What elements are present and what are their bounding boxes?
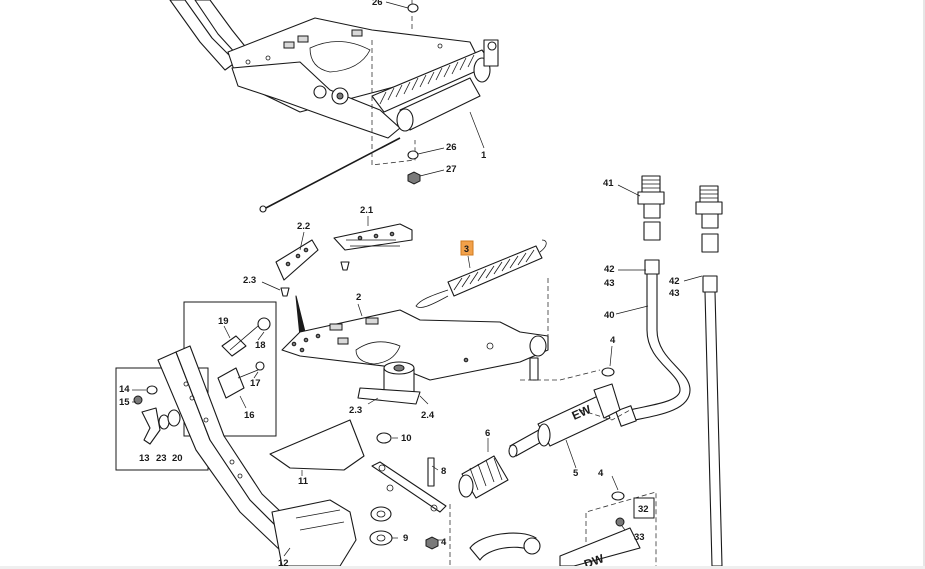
label-9: 9 <box>403 533 408 544</box>
inset-bolt-box <box>115 367 209 471</box>
label-10: 10 <box>401 433 412 444</box>
inset-knob-box <box>183 301 277 437</box>
label-5: 5 <box>573 468 579 479</box>
bottom-edge <box>0 566 925 569</box>
label-2-2: 2.2 <box>297 221 310 232</box>
label-2-3a: 2.3 <box>243 275 256 286</box>
side-brackets <box>261 216 413 337</box>
valve-box <box>469 475 657 566</box>
label-23: 23 <box>156 453 167 464</box>
cylinder-assembly <box>458 383 631 499</box>
label-20: 20 <box>172 453 183 464</box>
label-26: 26 <box>446 142 457 153</box>
label-43b: 43 <box>669 288 680 299</box>
highlight-marker-3 <box>460 240 474 256</box>
label-14: 14 <box>119 384 130 395</box>
label-41: 41 <box>603 178 614 189</box>
linkage-parts <box>369 432 451 566</box>
label-2: 2 <box>356 292 361 303</box>
label-42a: 42 <box>604 264 615 275</box>
label-4a: 4 <box>610 335 616 346</box>
label-32: 32 <box>638 504 649 515</box>
mounting-plate-2 <box>281 278 615 405</box>
label-4b: 4 <box>598 468 604 479</box>
label-42b: 42 <box>669 276 680 287</box>
label-3: 3 <box>464 244 469 254</box>
label-13: 13 <box>139 453 150 464</box>
seat-suspension-assembly <box>169 0 499 213</box>
label-19: 19 <box>218 316 229 327</box>
label-8: 8 <box>441 466 446 477</box>
label-26-top: 26 <box>372 0 383 8</box>
label-6: 6 <box>485 428 490 439</box>
label-40: 40 <box>604 310 615 321</box>
label-43a: 43 <box>604 278 615 289</box>
label-1: 1 <box>481 150 487 161</box>
label-2-1: 2.1 <box>360 205 374 216</box>
label-17: 17 <box>250 378 261 389</box>
scrollbar-track[interactable] <box>923 0 925 569</box>
label-2-3b: 2.3 <box>349 405 362 416</box>
lower-plates <box>269 419 365 566</box>
label-4c: 4 <box>441 537 447 548</box>
hydraulic-hose-assembly <box>615 175 723 566</box>
label-11: 11 <box>298 476 309 487</box>
label-27: 27 <box>446 164 457 175</box>
callout-labels: 26 26 27 1 41 2.1 2.2 3 2.3 42 43 42 43 … <box>119 0 680 566</box>
label-16: 16 <box>244 410 255 421</box>
label-12: 12 <box>278 558 289 566</box>
label-2-4: 2.4 <box>421 410 435 421</box>
label-18: 18 <box>255 340 266 351</box>
label-33: 33 <box>634 532 645 543</box>
label-15: 15 <box>119 397 130 408</box>
tension-spring-3 <box>415 239 547 308</box>
